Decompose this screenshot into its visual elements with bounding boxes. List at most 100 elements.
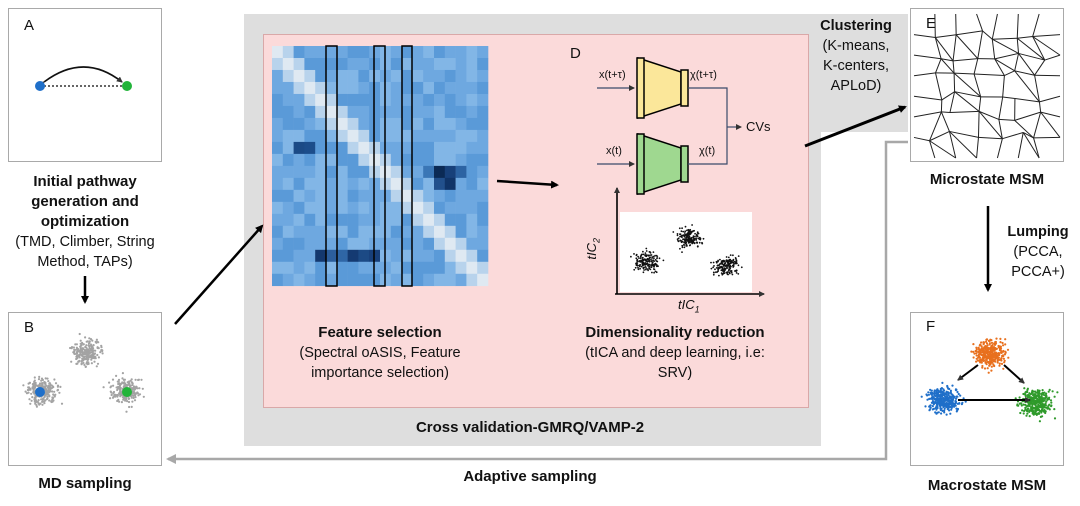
macrostate-point [950, 406, 953, 409]
md-point [142, 395, 145, 398]
scatter-point [648, 260, 651, 263]
heatmap-cell [326, 141, 338, 155]
macrostate-point [1037, 399, 1040, 402]
macrostate-point [960, 403, 964, 406]
scatter-point [641, 262, 644, 264]
scatter-point [712, 273, 715, 276]
md-point [34, 402, 37, 405]
scatter-point [637, 255, 639, 258]
macrostate-point [931, 408, 934, 411]
heatmap-cell [304, 129, 316, 143]
md-point [82, 361, 85, 364]
scatter-point [680, 235, 683, 237]
heatmap-cell [326, 213, 338, 227]
heatmap-cell [358, 249, 370, 263]
scatter-point [720, 261, 723, 264]
scatter-point [687, 231, 690, 233]
scatter-point [635, 262, 637, 265]
voronoi-edge [1040, 111, 1061, 118]
voronoi-edge [940, 111, 950, 132]
md-point [123, 381, 126, 384]
macrostate-point [928, 408, 932, 411]
heatmap-cell [293, 117, 305, 131]
heatmap-cell [477, 189, 489, 203]
heatmap-cell [358, 46, 370, 59]
scatter-point [633, 253, 635, 255]
macrostate-point [1051, 390, 1054, 393]
voronoi-edge [978, 111, 1003, 140]
heatmap-cell [326, 177, 338, 191]
md-point [109, 390, 112, 393]
scatter-point [725, 264, 728, 266]
heatmap-cell [455, 117, 467, 131]
scatter-point [640, 265, 643, 268]
voronoi-edge [991, 39, 996, 59]
macrostate-point [991, 352, 995, 355]
heatmap-cell [390, 129, 402, 143]
scatter-point [684, 230, 687, 233]
heatmap-cell [347, 93, 359, 107]
voronoi-edge [973, 58, 979, 75]
md-point [60, 402, 64, 405]
scatter-point [740, 266, 743, 269]
heatmap-cell [347, 273, 359, 287]
heatmap-cell [282, 117, 294, 131]
macrostate-point [1040, 408, 1043, 411]
heatmap-cell [477, 153, 489, 167]
scatter-point [683, 244, 686, 246]
md-point [44, 390, 47, 393]
heatmap-cell [401, 81, 413, 95]
heatmap-cell [336, 201, 348, 215]
scatter-point [698, 241, 701, 244]
macrostate-point [1019, 411, 1022, 415]
macrostate-point [954, 400, 957, 403]
heatmap-cell [434, 249, 446, 263]
voronoi-edge [1016, 13, 1019, 39]
md-point [109, 397, 112, 400]
heatmap-cell [358, 165, 370, 179]
scatter-point [676, 233, 679, 235]
heatmap-cell [293, 213, 305, 227]
heatmap-cell [390, 153, 402, 167]
scatter-point [734, 270, 736, 272]
arrow-to-clustering [804, 105, 907, 148]
heatmap-cell [347, 201, 359, 215]
scatter-point [730, 271, 733, 274]
md-point [117, 382, 120, 386]
scatter-point [732, 265, 735, 267]
md-point [75, 343, 78, 346]
macrostate-point [1046, 398, 1049, 401]
heatmap-cell [412, 177, 424, 191]
voronoi-edge [1034, 75, 1040, 102]
heatmap-cell [412, 189, 424, 203]
macrostate-point [1037, 412, 1041, 415]
heatmap-cell [304, 165, 316, 179]
heatmap-cell [401, 177, 413, 191]
initial-pathway-methods: (TMD, Climber, String Method, TAPs) [0, 232, 170, 272]
heatmap-cell [390, 177, 402, 191]
md-point [85, 355, 88, 358]
md-point [44, 377, 47, 380]
scatter-point [645, 268, 647, 271]
heatmap-cell [315, 201, 327, 215]
macrostate-point [980, 359, 983, 362]
voronoi-edge [941, 58, 954, 62]
heatmap-cell [434, 141, 446, 155]
md-point [75, 346, 78, 349]
scatter-point [686, 245, 688, 247]
heatmap-cell [304, 237, 316, 251]
scatter-point [695, 239, 698, 241]
macrostate-point [1049, 399, 1053, 402]
macrostate-point [1000, 351, 1003, 354]
scatter-point [678, 227, 681, 230]
md-point [101, 352, 104, 355]
macrostate-point [955, 410, 958, 413]
scatter-point [679, 239, 682, 242]
scatter-point [696, 242, 698, 244]
voronoi-edge [954, 72, 975, 75]
macrostate-point [946, 384, 949, 388]
md-point [123, 378, 126, 381]
heatmap-cell [401, 105, 413, 119]
macrostate-point [924, 405, 927, 408]
md-point [74, 343, 77, 346]
